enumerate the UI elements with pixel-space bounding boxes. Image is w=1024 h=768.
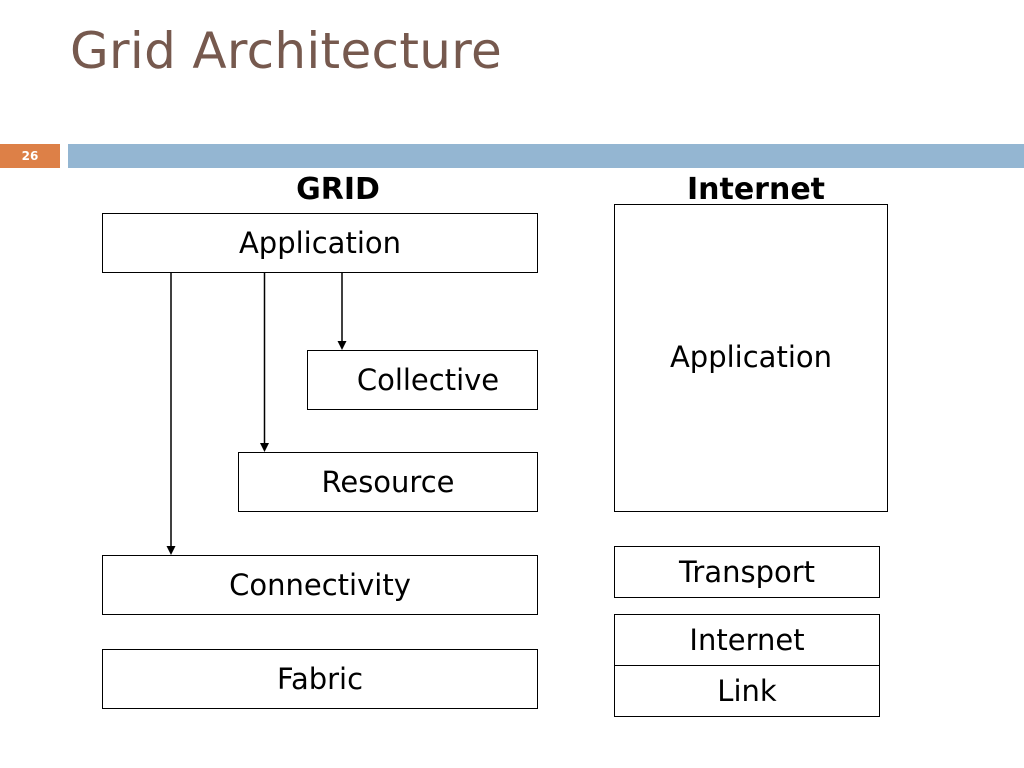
internet-column-heading: Internet bbox=[686, 171, 826, 207]
internet-application-layer: Application bbox=[614, 204, 888, 512]
grid-column-heading: GRID bbox=[296, 171, 380, 207]
internet-link-layer: Link bbox=[614, 665, 880, 717]
slide-number: 26 bbox=[0, 144, 60, 168]
arrow-application-to-resource bbox=[260, 273, 269, 452]
internet-internet-layer: Internet bbox=[614, 614, 880, 666]
slide-title: Grid Architecture bbox=[70, 22, 503, 80]
grid-resource-layer: Resource bbox=[238, 452, 538, 512]
arrow-application-to-connectivity bbox=[166, 273, 176, 555]
internet-transport-layer: Transport bbox=[614, 546, 880, 598]
grid-application-layer: Application bbox=[102, 213, 538, 273]
grid-connectivity-layer: Connectivity bbox=[102, 555, 538, 615]
grid-fabric-layer: Fabric bbox=[102, 649, 538, 709]
header-bar bbox=[68, 144, 1024, 168]
grid-collective-layer: Collective bbox=[307, 350, 538, 410]
arrow-application-to-collective bbox=[337, 273, 347, 350]
